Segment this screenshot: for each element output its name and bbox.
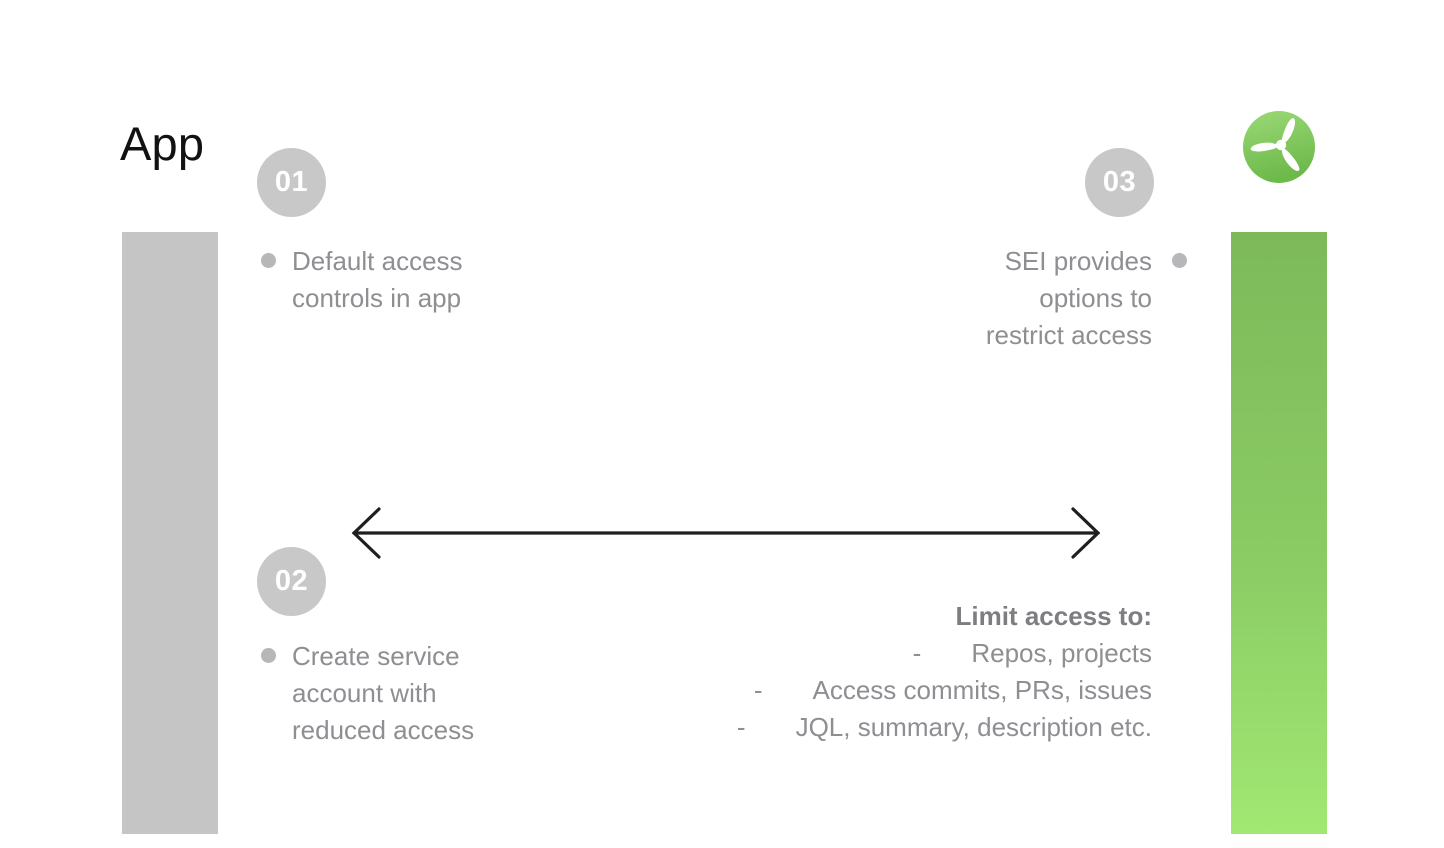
step-note-03: SEI provides options to restrict access [986,243,1152,354]
limit-list-header: Limit access to: [955,601,1152,631]
limit-item-text: JQL, summary, description etc. [795,712,1152,742]
note-line: options to [1039,283,1152,313]
left-gray-bar [122,232,218,834]
step-number-01: 01 [274,166,309,198]
dash-marker: - [753,675,763,705]
step-number-02: 02 [274,565,309,597]
step-note-01: Default access controls in app [292,243,463,317]
note-line: reduced access [292,715,475,745]
dash-marker: - [912,638,922,668]
double-headed-arrow-icon [351,507,1101,559]
step-badge-01: 01 [257,148,326,217]
step-badge-02: 02 [257,547,326,616]
note-line: Create service [292,641,460,671]
note-line: controls in app [292,283,462,313]
limit-list-item: - Repos, projects [737,635,1152,672]
bullet-icon [1172,253,1187,268]
limit-item-text: Access commits, PRs, issues [812,675,1152,705]
bullet-icon [261,253,276,268]
note-line: restrict access [985,320,1152,350]
note-line: SEI provides [1004,246,1152,276]
limit-list-item: - Access commits, PRs, issues [737,672,1152,709]
right-green-bar [1231,232,1327,834]
limit-item-text: Repos, projects [971,638,1152,668]
dash-marker: - [736,712,746,742]
note-line: Default access [292,246,463,276]
page-title: App [120,117,205,170]
limit-access-list: Limit access to: - Repos, projects - Acc… [737,598,1152,746]
limit-list-item: - JQL, summary, description etc. [737,709,1152,746]
step-note-02: Create service account with reduced acce… [292,638,474,749]
propeller-logo-icon [1243,111,1315,183]
bullet-icon [261,648,276,663]
step-number-03: 03 [1102,166,1137,198]
note-line: account with [292,678,437,708]
step-badge-03: 03 [1085,148,1154,217]
